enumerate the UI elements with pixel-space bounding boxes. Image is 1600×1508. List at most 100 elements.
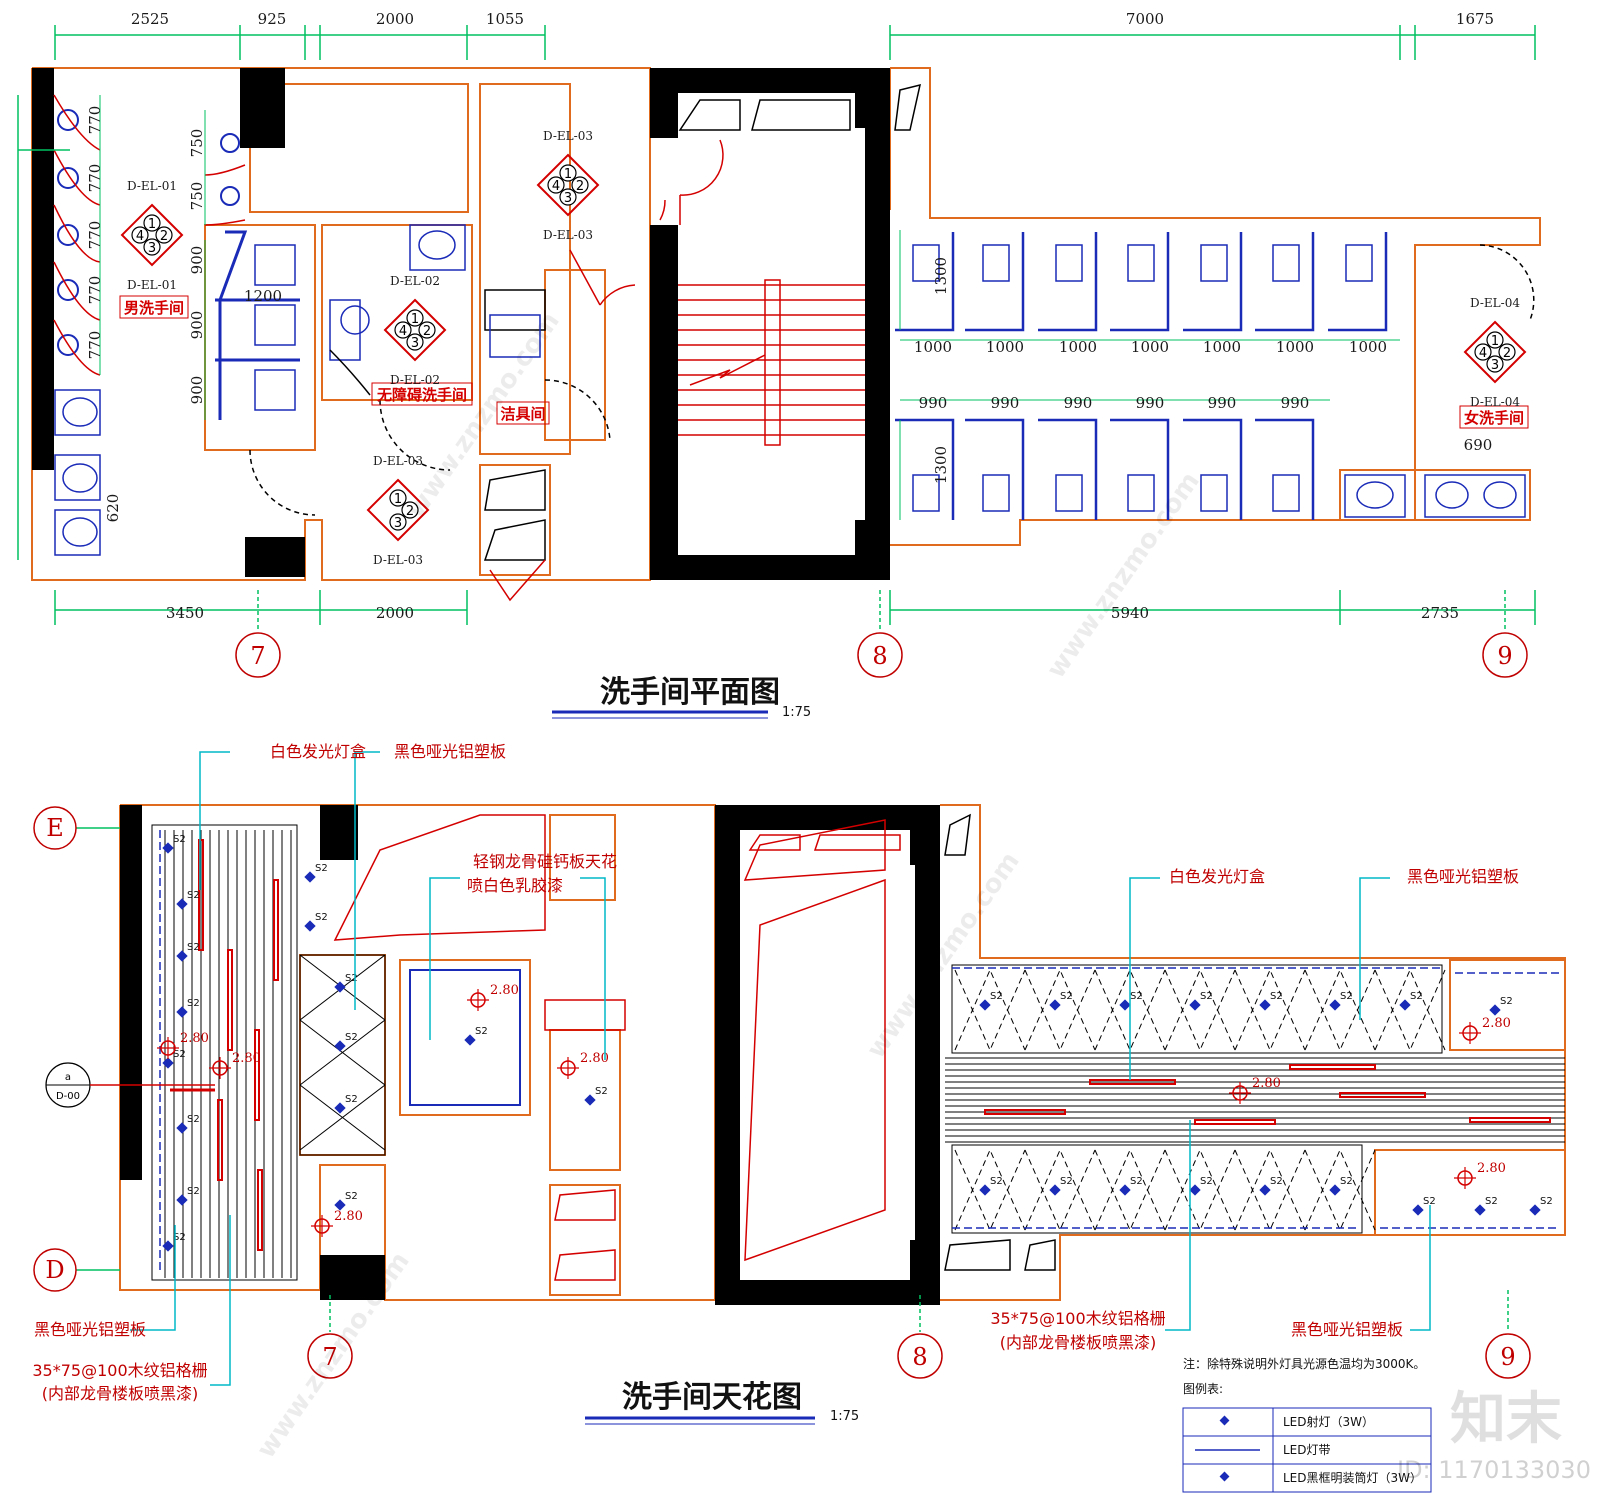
dim-bottom-3: 5940 [1111,604,1149,622]
dim-770-1: 770 [86,106,104,135]
legend-label-1: LED射灯（3W） [1283,1414,1374,1429]
men-grille [151,824,298,1281]
elev-marker-accessible-bubble-3 [406,333,424,351]
women-diamond-bot-b-4 [1164,1148,1236,1231]
women-toilet-row1-6 [1272,244,1300,282]
room-accessible: 无障碍洗手间 [376,386,467,404]
dim-stall-1000-6: 1000 [1276,338,1314,356]
watermark-site-4: www.znzmo.com [861,847,1026,1064]
elev-marker-women-bubble-3 [1486,355,1504,373]
elev-marker-corridor-2-code-bottom: D-EL-03 [373,553,423,567]
dim-bottom-1: 3450 [166,604,204,622]
label-black-panel-2: 黑色哑光铝塑板 [1407,867,1519,886]
label-black-panel-4: 黑色哑光铝塑板 [1291,1320,1403,1339]
dim-stall-990-1: 990 [919,394,948,412]
dim-top-4: 1055 [486,10,524,28]
label-grille-women-2: (内部龙骨楼板喷黑漆) [1000,1333,1157,1352]
legend-label-2: LED灯带 [1283,1443,1331,1457]
elev-marker-accessible-bubble-4 [394,321,412,339]
women-toilet-row1-1 [912,244,940,282]
spotlight-code-29: S2 [1340,1176,1353,1187]
elev-marker-women-bubble-2 [1498,343,1516,361]
women-diamond-top-b-4 [1164,968,1236,1051]
elev-marker-men-bubble-2 [155,226,173,244]
section-marker-bottom: D-00 [56,1091,80,1102]
spotlight-code-24: S2 [990,1176,1003,1187]
elev-marker-corridor-num-2: 2 [576,179,584,194]
women-grille-lines [945,1057,1565,1143]
label-white-lightbox-1: 白色发光灯盒 [270,742,366,761]
plan-axis-8: 8 [872,642,887,670]
women-toilet-row2-3 [1055,474,1083,512]
spotlight-code-8: S2 [173,1232,186,1243]
dim-1300-1: 1300 [932,257,950,295]
women-stall-row1-1 [895,232,955,332]
spotlight-code-31: S2 [1423,1196,1436,1207]
accessible-ceiling-box [409,969,521,1106]
spotlight-code-28: S2 [1270,1176,1283,1187]
ceiling-axis-E: E [46,814,64,842]
elev-mark-value-4: 2.80 [490,983,519,998]
spotlight-code-26: S2 [1130,1176,1143,1187]
women-stall-row2-4 [1110,418,1170,520]
women-stall-row1-4 [1110,232,1170,332]
women-diamond-bot-1 [954,1149,1026,1232]
spotlight-code-23: S2 [1410,991,1423,1002]
spotlight-code-20: S2 [1200,991,1213,1002]
dim-top-2: 925 [258,10,287,28]
elev-marker-corridor-num-1: 1 [564,167,572,182]
elev-marker-women-num-2: 2 [1503,346,1511,361]
women-diamond-top-b-1 [954,968,1026,1051]
spotlight-icon-8 [162,1240,174,1252]
spotlight-icon-3 [176,950,188,962]
plan-title: 洗手间平面图 [600,675,780,710]
elev-marker-corridor-2-bubble-2 [401,501,419,519]
spotlight-icon-32 [1474,1204,1486,1216]
elev-marker-accessible-code-top: D-EL-02 [390,274,440,288]
ceiling-scale: 1:75 [830,1409,859,1424]
women-diamond-bot-b-3 [1094,1148,1166,1231]
spotlight-code-19: S2 [1130,991,1143,1002]
legend-title: 图例表: [1183,1382,1223,1396]
dim-stall-1000-2: 1000 [986,338,1024,356]
plan-stair [678,279,865,446]
elev-mark-value-2: 2.80 [232,1051,261,1066]
ceiling-elevation-marks: 2.802.802.802.802.802.802.802.80 [157,983,1511,1237]
dim-stall-1000-4: 1000 [1131,338,1169,356]
label-gypsum-2: 喷白色乳胶漆 [467,876,563,895]
elev-marker-corridor-2-num-3: 3 [394,516,402,531]
elev-marker-corridor-2-bubble-3 [389,513,407,531]
elev-marker-women-num-1: 1 [1491,334,1499,349]
dim-stall-1000-1: 1000 [914,338,952,356]
spotlight-code-2: S2 [187,890,200,901]
women-toilet-row2-4 [1127,474,1155,512]
accessible-fixtures [329,224,466,396]
women-stall-row2-5 [1183,418,1243,520]
women-toilet-row1-2 [982,244,1010,282]
spotlight-icon-22 [1329,999,1341,1011]
women-diamond-bot-b-5 [1234,1148,1306,1231]
spotlight-icon-4 [176,1006,188,1018]
elev-marker-corridor-2-num-1: 1 [394,492,402,507]
spotlight-code-14: S2 [345,1191,358,1202]
elev-marker-corridor-2-bubble-1 [389,489,407,507]
women-toilet-row1-4 [1127,244,1155,282]
elev-marker-corridor-2-frame [366,478,430,542]
women-led-strips [952,967,1560,1229]
plan-dimensions-bottom [17,95,1536,632]
women-diamond-top-b-6 [1304,968,1376,1051]
ceiling-leaders [130,751,1431,1386]
women-diamond-top-7 [1374,969,1446,1052]
elev-marker-men-num-2: 2 [160,229,168,244]
spotlight-code-15: S2 [475,1026,488,1037]
spotlight-code-7: S2 [187,1186,200,1197]
spotlight-code-10: S2 [315,912,328,923]
dim-top-6: 1675 [1456,10,1494,28]
dim-770-4: 770 [86,276,104,305]
